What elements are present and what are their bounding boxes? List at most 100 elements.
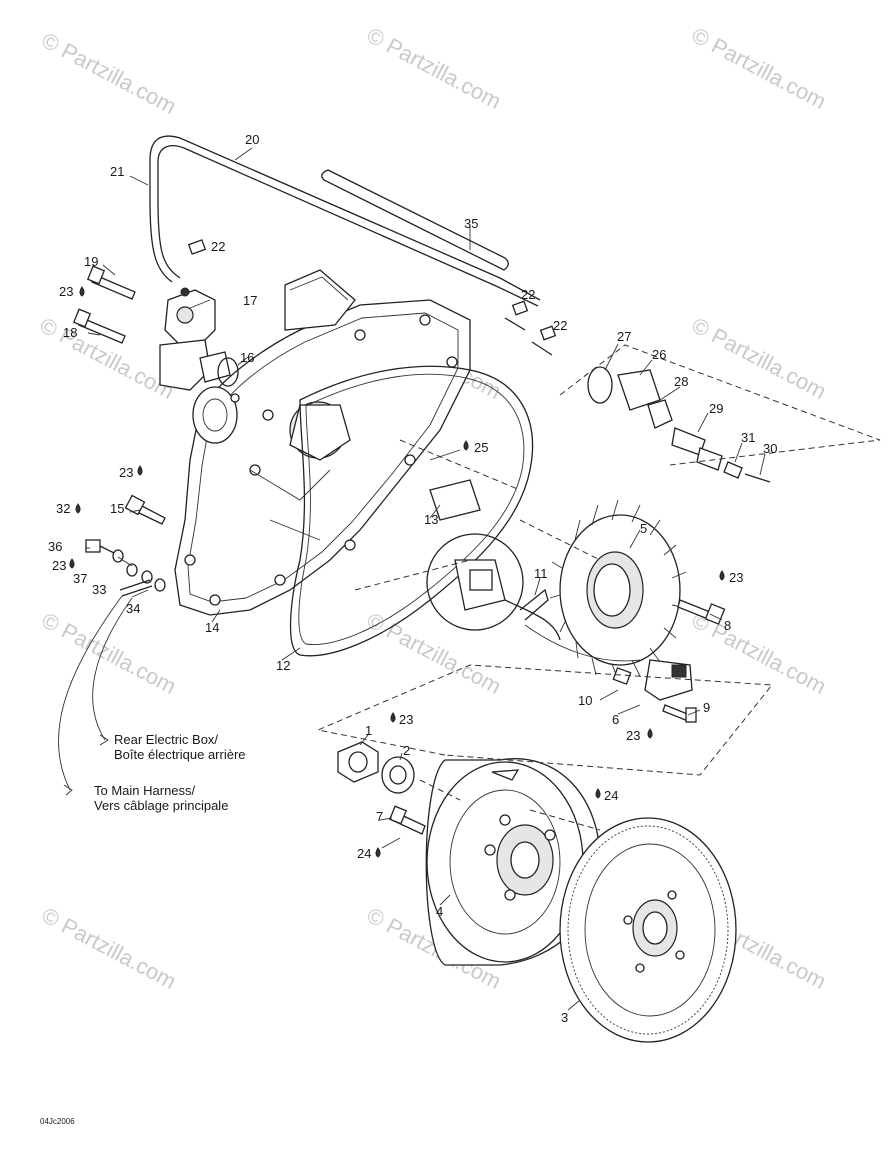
label-25: 25 xyxy=(474,440,488,455)
dashed-guides xyxy=(316,344,881,831)
bolt-10 xyxy=(612,667,632,685)
label-10: 10 xyxy=(578,693,592,708)
watermark: © Partzilla.com xyxy=(36,312,179,404)
label-34: 34 xyxy=(126,601,140,616)
label-18: 18 xyxy=(63,325,77,340)
drop-icon xyxy=(375,847,381,858)
drawing-code: 04Jc2006 xyxy=(40,1117,75,1126)
watermark: © Partzilla.com xyxy=(38,902,181,994)
label-32: 32 xyxy=(56,501,70,516)
drop-icon xyxy=(79,286,85,297)
label-2: 2 xyxy=(403,743,410,758)
label-21: 21 xyxy=(110,164,124,179)
label-30: 30 xyxy=(763,441,777,456)
label-13: 13 xyxy=(424,512,438,527)
harness-connector-11-13 xyxy=(426,479,641,662)
pin-30 xyxy=(744,473,771,483)
label-22: 22 xyxy=(521,287,535,302)
label-20: 20 xyxy=(245,132,259,147)
stator-5 xyxy=(549,499,687,681)
label-23: 23 xyxy=(626,728,640,743)
drop-icon xyxy=(137,465,143,476)
label-6: 6 xyxy=(612,712,619,727)
o-ring-16 xyxy=(217,357,239,387)
label-9: 9 xyxy=(703,700,710,715)
drop-icon xyxy=(463,440,469,451)
label-15: 15 xyxy=(110,501,124,516)
bolt-7 xyxy=(388,805,426,835)
label-5: 5 xyxy=(640,521,647,536)
hose-assembly-20-21 xyxy=(149,135,541,307)
label-14: 14 xyxy=(205,620,219,635)
drop-icon xyxy=(719,570,725,581)
label-22: 22 xyxy=(553,318,567,333)
clip-31 xyxy=(723,461,743,479)
main-harness-note-fr: Vers câblage principale xyxy=(94,798,228,813)
watermark: © Partzilla.com xyxy=(688,607,831,699)
label-11: 11 xyxy=(534,566,548,581)
label-17: 17 xyxy=(243,293,257,308)
label-24: 24 xyxy=(357,846,371,861)
o-ring-27 xyxy=(587,366,613,404)
label-7: 7 xyxy=(376,809,383,824)
drop-icon xyxy=(75,503,81,514)
label-leaders xyxy=(86,147,766,1011)
nut-washer-1-2 xyxy=(337,741,415,794)
routing-notes: Rear Electric Box/ Boîte électrique arri… xyxy=(94,732,246,813)
sensor-parts-26-31 xyxy=(587,366,771,483)
label-12: 12 xyxy=(276,658,290,673)
label-3: 3 xyxy=(561,1010,568,1025)
drop-icon xyxy=(390,712,396,723)
label-26: 26 xyxy=(652,347,666,362)
gasket-12 xyxy=(289,365,534,657)
label-29: 29 xyxy=(709,401,723,416)
clip-22 xyxy=(539,325,557,341)
bolt-15 xyxy=(124,494,166,525)
drop-icon xyxy=(595,788,601,799)
label-23: 23 xyxy=(119,465,133,480)
seal-28 xyxy=(647,399,673,429)
clip-22 xyxy=(187,239,207,255)
rear-electric-box-note-fr: Boîte électrique arrière xyxy=(114,747,246,762)
part-labels: 20 21 22 22 22 35 19 23 17 18 16 27 26 2… xyxy=(48,132,777,1025)
label-22: 22 xyxy=(211,239,225,254)
label-37: 37 xyxy=(73,571,87,586)
label-31: 31 xyxy=(741,430,755,445)
watermark: © Partzilla.com xyxy=(688,22,831,114)
label-35: 35 xyxy=(464,216,478,231)
label-19: 19 xyxy=(84,254,98,269)
label-23: 23 xyxy=(399,712,413,727)
watermark: © Partzilla.com xyxy=(363,22,506,114)
main-harness-note: To Main Harness/ xyxy=(94,783,196,798)
pipe-35 xyxy=(321,169,509,271)
clip-22-group xyxy=(187,239,557,356)
sealant-drop-icons xyxy=(69,286,725,858)
label-1: 1 xyxy=(365,723,372,738)
label-4: 4 xyxy=(436,904,443,919)
ring-gear-3 xyxy=(559,817,737,1043)
watermark: © Partzilla.com xyxy=(688,312,831,404)
label-36: 36 xyxy=(48,539,62,554)
drop-icon xyxy=(647,728,653,739)
drop-icon xyxy=(69,558,75,569)
label-16: 16 xyxy=(240,350,254,365)
watermark: © Partzilla.com xyxy=(38,27,181,119)
bolt-18-19 xyxy=(72,265,136,344)
watermark: © Partzilla.com xyxy=(38,607,181,699)
magneto-housing-14 xyxy=(174,269,471,616)
water-pump-17 xyxy=(159,287,239,391)
label-23: 23 xyxy=(52,558,66,573)
label-23: 23 xyxy=(729,570,743,585)
label-27: 27 xyxy=(617,329,631,344)
rear-electric-box-note: Rear Electric Box/ xyxy=(114,732,218,747)
label-24: 24 xyxy=(604,788,618,803)
label-23: 23 xyxy=(59,284,73,299)
wire-leaders xyxy=(58,595,133,796)
clip-22 xyxy=(511,300,529,316)
label-28: 28 xyxy=(674,374,688,389)
trigger-coil-6 xyxy=(612,659,697,723)
label-8: 8 xyxy=(724,618,731,633)
label-33: 33 xyxy=(92,582,106,597)
